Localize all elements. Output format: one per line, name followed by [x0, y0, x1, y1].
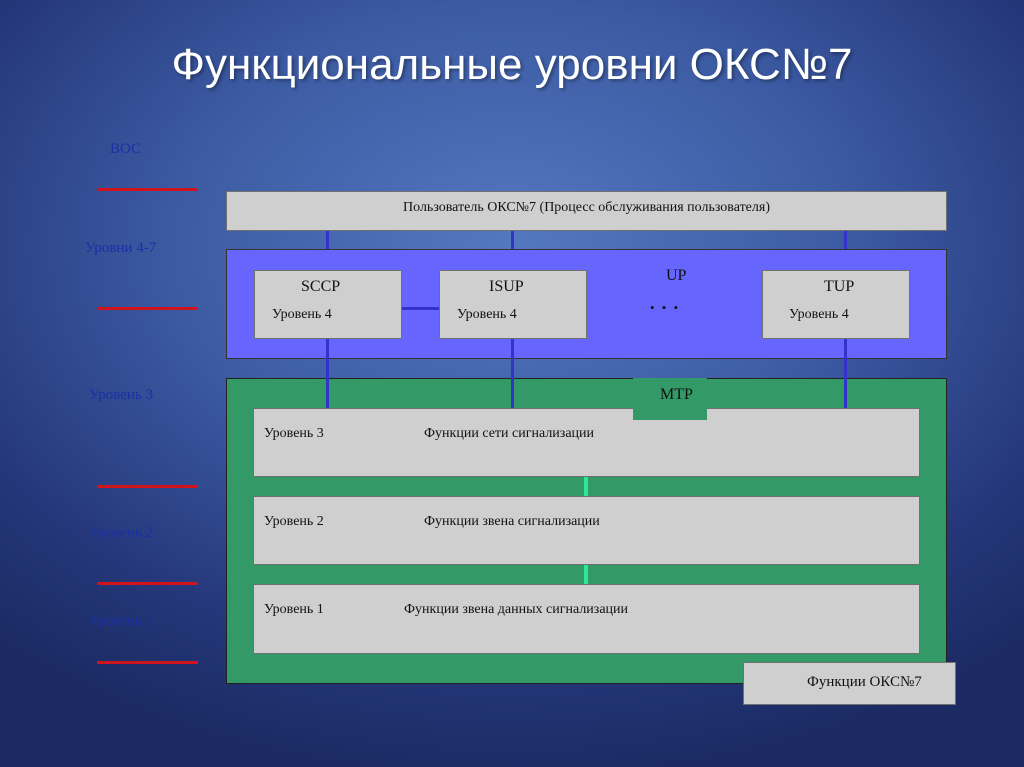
mtp-level-2-box: Уровень 2 Функции звена сигнализации: [253, 496, 920, 565]
tup-box: TUP Уровень 4: [762, 270, 910, 339]
legend-text: Функции ОКС№7: [807, 674, 922, 690]
mtp-row-level: Уровень 3: [264, 426, 324, 441]
mtp-label-tab: MTP: [633, 378, 707, 420]
connector-line: [584, 477, 588, 496]
mtp-level-1-box: Уровень 1 Функции звена данных сигнализа…: [253, 584, 920, 654]
mtp-label: MTP: [660, 386, 693, 403]
connector-line: [326, 231, 329, 250]
connector-line: [844, 231, 847, 250]
protocol-level: Уровень 4: [789, 307, 849, 322]
mtp-row-function: Функции звена данных сигнализации: [404, 602, 629, 617]
osi-level-2-label: Уровень 2: [89, 525, 154, 541]
ss7-user-text: Пользователь ОКС№7 (Процесс обслуживания…: [403, 200, 770, 215]
osi-level-1-label: Уровень 1: [89, 613, 154, 629]
mtp-row-function: Функции сети сигнализации: [424, 426, 595, 441]
protocol-name: ISUP: [489, 278, 524, 295]
connector-line: [511, 231, 514, 250]
up-label: UP: [666, 267, 687, 284]
connector-line: [511, 339, 514, 408]
osi-heading: ВОС: [110, 141, 142, 157]
protocol-level: Уровень 4: [272, 307, 332, 322]
protocol-name: TUP: [824, 278, 855, 295]
connector-line: [584, 565, 588, 584]
osi-boundary-line: [97, 661, 198, 664]
mtp-row-level: Уровень 1: [264, 602, 324, 617]
sccp-isup-connector: [402, 307, 439, 310]
sccp-box: SCCP Уровень 4: [254, 270, 402, 339]
ss7-user-box: Пользователь ОКС№7 (Процесс обслуживания…: [226, 191, 947, 231]
mtp-row-function: Функции звена сигнализации: [424, 514, 600, 529]
osi-boundary-line: [97, 188, 198, 191]
connector-line: [326, 339, 329, 408]
osi-boundary-line: [97, 582, 198, 585]
isup-box: ISUP Уровень 4: [439, 270, 587, 339]
page-title: Функциональные уровни ОКС№7: [171, 40, 853, 89]
mtp-row-level: Уровень 2: [264, 514, 324, 529]
osi-boundary-line: [97, 485, 198, 488]
ellipsis-icon: • • •: [650, 300, 681, 315]
connector-line: [844, 339, 847, 408]
osi-level-3-label: Уровень 3: [89, 387, 154, 403]
protocol-name: SCCP: [301, 278, 341, 295]
mtp-level-3-box: Уровень 3 Функции сети сигнализации: [253, 408, 920, 477]
protocol-level: Уровень 4: [457, 307, 517, 322]
osi-levels-4-7-label: Уровни 4-7: [85, 240, 157, 256]
osi-boundary-line: [97, 307, 198, 310]
ss7-functions-legend: Функции ОКС№7: [743, 662, 956, 705]
